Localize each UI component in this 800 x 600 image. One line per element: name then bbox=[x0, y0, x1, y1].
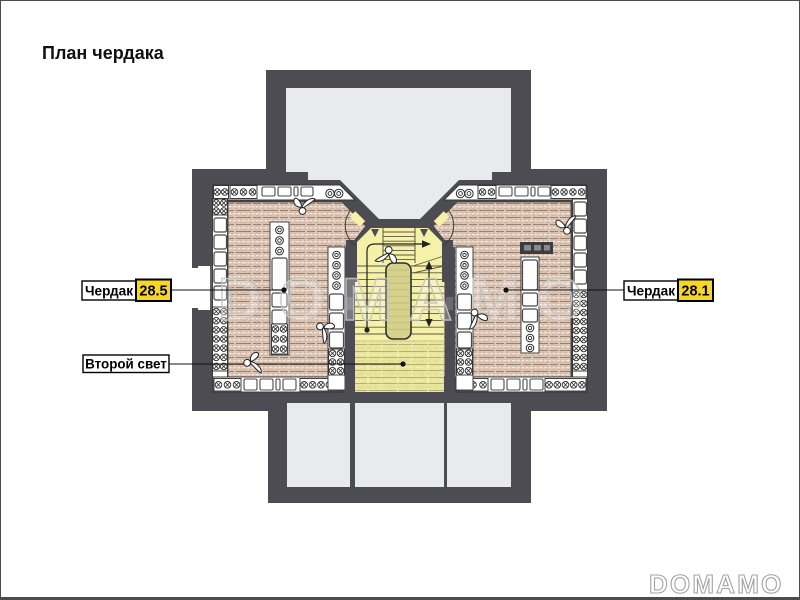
svg-text:Чердак: Чердак bbox=[627, 284, 675, 299]
svg-text:Второй свет: Второй свет bbox=[85, 357, 167, 372]
svg-text:28.5: 28.5 bbox=[139, 284, 167, 300]
svg-text:28.1: 28.1 bbox=[681, 284, 709, 300]
svg-text:Чердак: Чердак bbox=[85, 284, 133, 299]
svg-text:План чердака: План чердака bbox=[42, 43, 165, 63]
svg-text:DOMAMO: DOMAMO bbox=[218, 266, 600, 333]
svg-text:DOMAMO: DOMAMO bbox=[649, 569, 784, 599]
